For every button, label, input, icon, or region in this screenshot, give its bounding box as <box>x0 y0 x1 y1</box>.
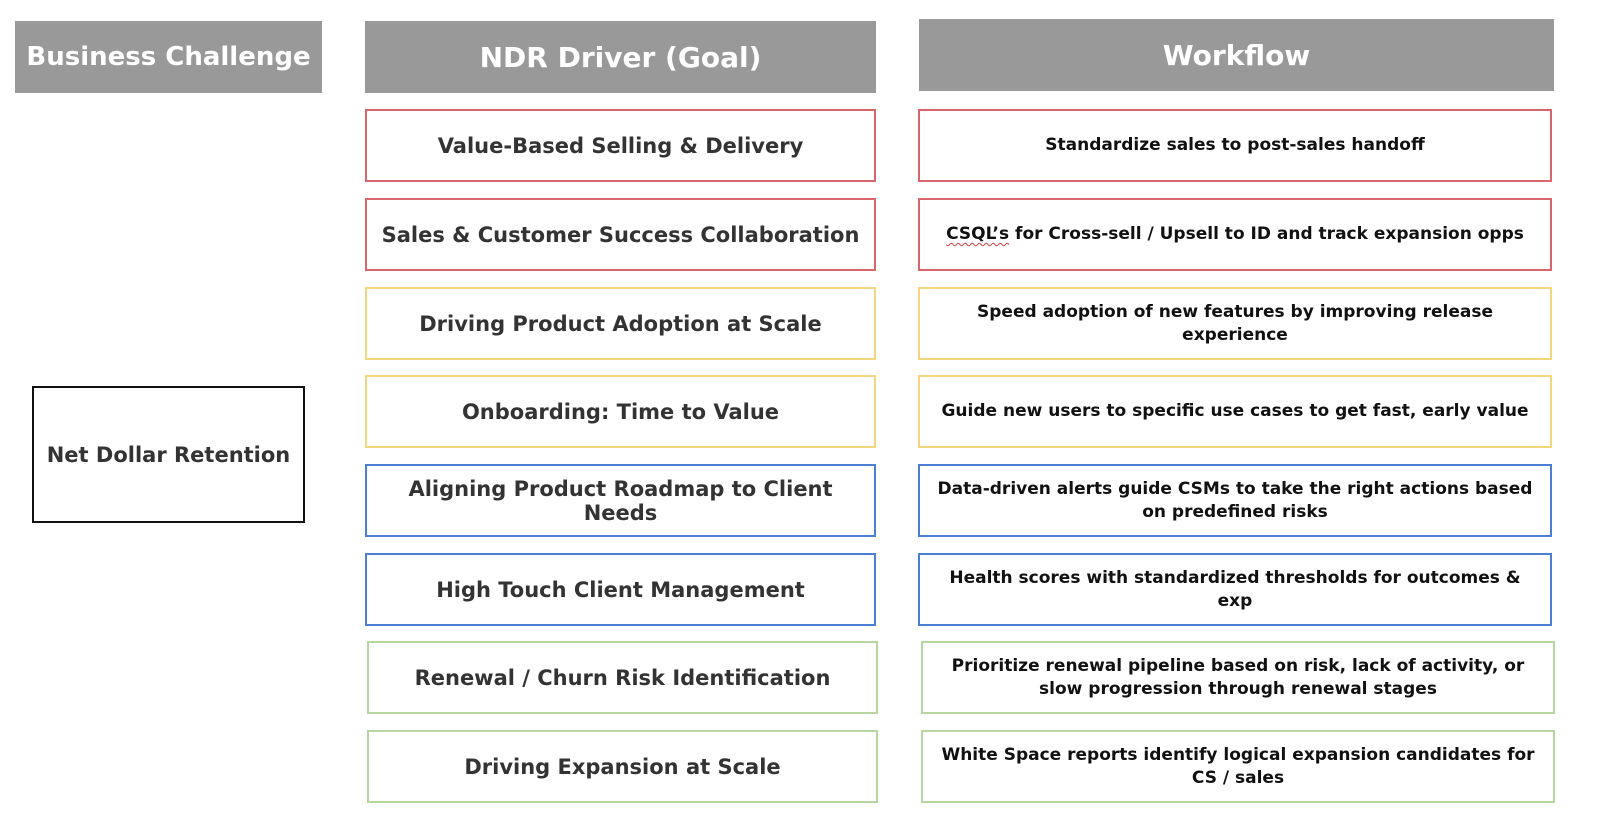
workflow-box: Guide new users to specific use cases to… <box>918 375 1552 448</box>
workflow-box: CSQL’s for Cross-sell / Upsell to ID and… <box>918 198 1552 271</box>
header-ndr-driver: NDR Driver (Goal) <box>365 21 876 93</box>
challenge-box-net-dollar-retention: Net Dollar Retention <box>32 386 305 523</box>
csql-term: CSQL’s <box>946 224 1010 245</box>
workflow-box: Speed adoption of new features by improv… <box>918 287 1552 360</box>
driver-box: Renewal / Churn Risk Identification <box>367 641 878 714</box>
driver-box: Value-Based Selling & Delivery <box>365 109 876 182</box>
driver-box: Driving Expansion at Scale <box>367 730 878 803</box>
workflow-box: Prioritize renewal pipeline based on ris… <box>921 641 1555 714</box>
driver-box: Driving Product Adoption at Scale <box>365 287 876 360</box>
workflow-box: Data-driven alerts guide CSMs to take th… <box>918 464 1552 537</box>
header-workflow: Workflow <box>919 19 1554 91</box>
driver-box: Aligning Product Roadmap to Client Needs <box>365 464 876 537</box>
workflow-box: White Space reports identify logical exp… <box>921 730 1555 803</box>
driver-box: High Touch Client Management <box>365 553 876 626</box>
workflow-text-rest: for Cross-sell / Upsell to ID and track … <box>1009 224 1524 245</box>
driver-box: Onboarding: Time to Value <box>365 375 876 448</box>
workflow-box: Health scores with standardized threshol… <box>918 553 1552 626</box>
workflow-box: Standardize sales to post-sales handoff <box>918 109 1552 182</box>
header-business-challenge: Business Challenge <box>15 21 322 93</box>
workflow-text: CSQL’s for Cross-sell / Upsell to ID and… <box>946 223 1524 246</box>
driver-box: Sales & Customer Success Collaboration <box>365 198 876 271</box>
